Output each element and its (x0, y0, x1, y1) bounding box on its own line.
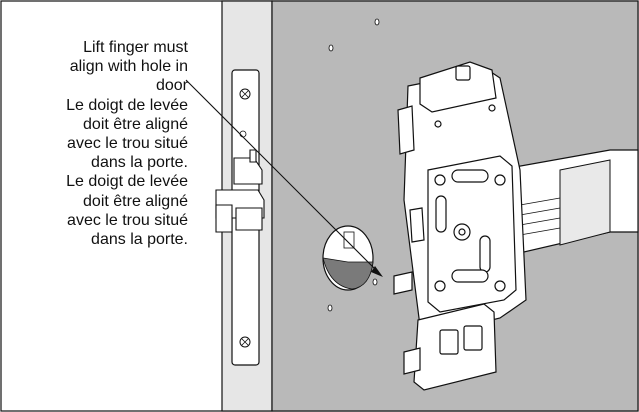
door-hole (322, 225, 374, 291)
callout-line-9: doit être aligné (83, 192, 188, 210)
callout-line-10: avec le trou situé (67, 211, 188, 229)
callout-line-3: door (155, 77, 188, 95)
callout-line-8: Le doigt de levée (66, 173, 188, 191)
lift-finger-callout: Lift finger must align with hole in door… (20, 38, 188, 249)
callout-line-1: Lift finger must (83, 39, 188, 56)
exit-device-bar (497, 149, 639, 259)
callout-line-7: dans la porte. (91, 154, 188, 172)
mounting-chassis (393, 61, 527, 391)
callout-line-2: align with hole in (69, 58, 188, 76)
callout-line-6: avec le trou situé (67, 135, 188, 153)
callout-line-4: Le doigt de levée (66, 96, 188, 114)
callout-line-5: doit être aligné (83, 115, 188, 133)
callout-leader-line (185, 79, 383, 277)
latch-bolt (215, 149, 265, 233)
door-screw-marks (327, 18, 380, 312)
callout-line-11: dans la porte. (91, 231, 188, 249)
